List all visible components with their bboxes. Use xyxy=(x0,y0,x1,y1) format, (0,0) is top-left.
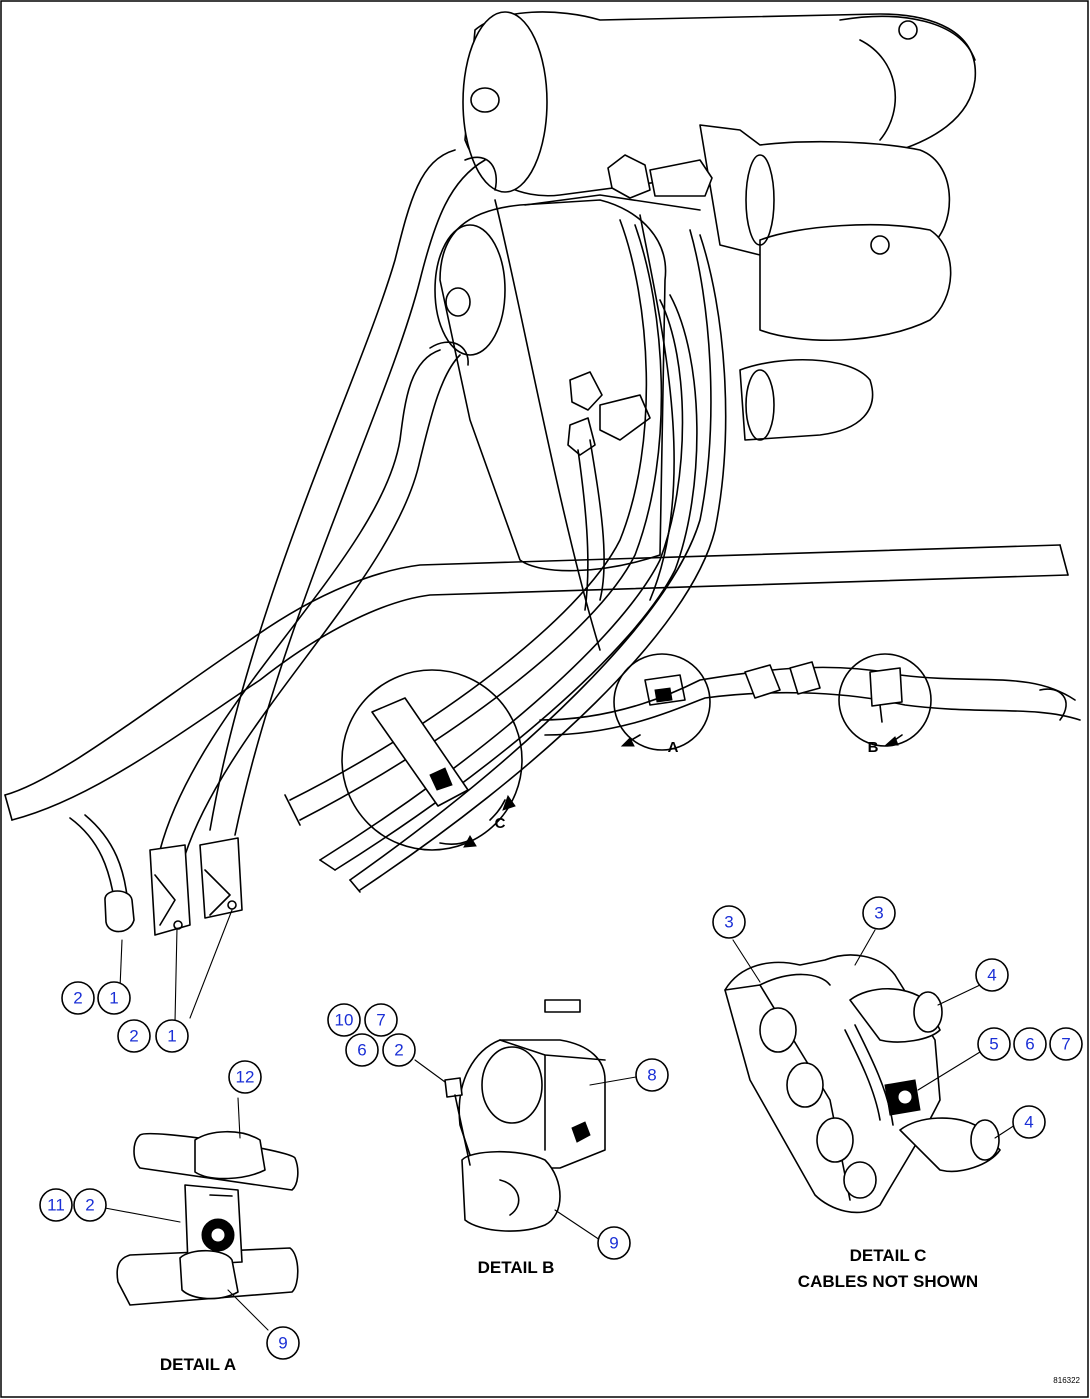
callout-number: 4 xyxy=(987,966,996,985)
leader-c-3-left xyxy=(732,939,761,983)
battery-cylinder xyxy=(434,194,701,572)
detail-b-caption: DETAIL B xyxy=(478,1258,555,1277)
callout-number: 2 xyxy=(394,1041,403,1060)
callout-c-4-bottom: 4 xyxy=(1012,1105,1046,1139)
cable-lugs xyxy=(104,837,243,936)
detail-circle-c xyxy=(341,669,523,851)
detail-circle-b xyxy=(838,653,932,747)
callout-b-10: 10 xyxy=(327,1003,361,1037)
callout-number: 10 xyxy=(335,1011,354,1030)
callout-number: 2 xyxy=(85,1196,94,1215)
drawing-id: 816322 xyxy=(1053,1376,1080,1385)
leader-a-12 xyxy=(237,1097,241,1139)
leader-c-5 xyxy=(917,1051,981,1091)
leader-a-2 xyxy=(104,1207,181,1223)
callout-b-9: 9 xyxy=(597,1226,631,1260)
callout-c-4-top: 4 xyxy=(975,958,1009,992)
callout-number: 11 xyxy=(47,1196,65,1215)
callout-number: 8 xyxy=(647,1066,656,1085)
leader-c-4-top xyxy=(937,984,981,1006)
callout-b-2: 2 xyxy=(382,1033,416,1067)
callout-c-5: 5 xyxy=(977,1027,1011,1061)
detail-a-caption: DETAIL A xyxy=(160,1355,236,1374)
callout-a-12: 12 xyxy=(228,1060,262,1094)
callout-b-6: 6 xyxy=(345,1033,379,1067)
callout-number: 9 xyxy=(609,1234,618,1253)
starter-motor-lower xyxy=(739,358,874,441)
leader-b-8 xyxy=(589,1076,637,1086)
view-letter-a: A xyxy=(668,739,679,756)
cable-bundle-left xyxy=(159,149,497,856)
leader-b-9 xyxy=(554,1209,601,1241)
view-letter-c: C xyxy=(495,815,506,832)
callout-c-3-left: 3 xyxy=(712,905,746,939)
terminal-fittings xyxy=(567,154,713,456)
leader-b-2 xyxy=(414,1059,446,1083)
callout-number: 4 xyxy=(1024,1113,1033,1132)
leader-main-right xyxy=(174,909,233,1023)
callout-c-6: 6 xyxy=(1013,1027,1047,1061)
view-letter-b: B xyxy=(868,739,879,756)
detail-c-view xyxy=(724,929,1016,1214)
callout-number: 2 xyxy=(129,1027,138,1046)
detail-c-caption-line2: CABLES NOT SHOWN xyxy=(798,1272,978,1291)
detail-b-view xyxy=(414,999,637,1241)
cable-run-right xyxy=(539,661,1081,736)
detail-a-view xyxy=(104,1097,299,1331)
cable-bundle-center xyxy=(284,199,727,893)
callout-number: 7 xyxy=(376,1011,385,1030)
leader-c-3-right xyxy=(854,929,876,966)
detail-c-caption-line1: DETAIL C xyxy=(850,1246,927,1265)
callout-a-11: 11 xyxy=(39,1188,73,1222)
callout-number: 1 xyxy=(167,1027,176,1046)
callout-number: 6 xyxy=(357,1041,366,1060)
callout-main-right-2: 2 xyxy=(117,1019,151,1053)
callout-number: 5 xyxy=(989,1035,998,1054)
callout-b-7: 7 xyxy=(364,1003,398,1037)
detail-circle-a xyxy=(613,653,711,751)
callout-main-right-1: 1 xyxy=(155,1019,189,1053)
leader-main-left xyxy=(119,939,123,989)
callout-number: 12 xyxy=(236,1068,255,1087)
leader-c-4-bottom xyxy=(994,1124,1016,1139)
callout-number: 1 xyxy=(109,989,118,1008)
callout-c-3-right: 3 xyxy=(862,896,896,930)
callout-number: 2 xyxy=(73,989,82,1008)
callout-c-7: 7 xyxy=(1049,1027,1083,1061)
callout-number: 6 xyxy=(1025,1035,1034,1054)
main-assembly-view: A B C 2 1 2 1 xyxy=(4,11,1081,1053)
callout-number: 7 xyxy=(1061,1035,1070,1054)
callout-b-8: 8 xyxy=(635,1058,669,1092)
callout-main-left-1: 1 xyxy=(97,981,131,1015)
callout-number: 9 xyxy=(278,1334,287,1353)
callout-main-left-2: 2 xyxy=(61,981,95,1015)
starter-motor-middle xyxy=(699,124,952,342)
callout-number: 3 xyxy=(874,904,883,923)
leader-a-9 xyxy=(227,1289,269,1331)
callout-number: 3 xyxy=(724,913,733,932)
callout-a-9: 9 xyxy=(266,1326,300,1360)
callout-a-2: 2 xyxy=(73,1188,107,1222)
